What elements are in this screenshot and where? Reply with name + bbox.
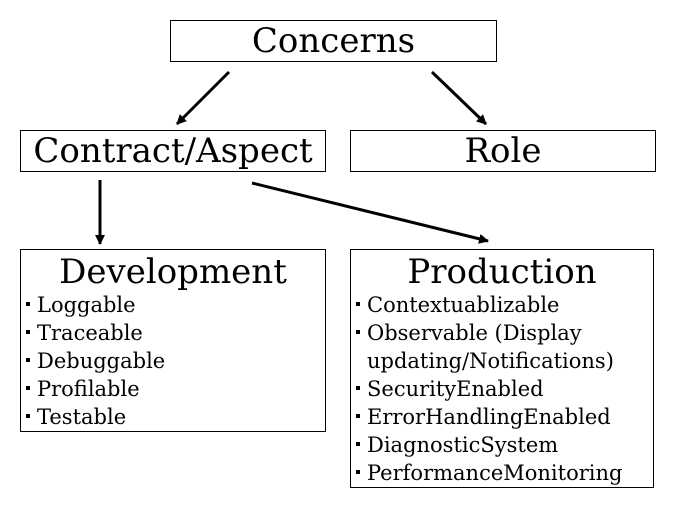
list-item: Contextuablizable xyxy=(355,291,653,319)
edge-concerns-to-contract-aspect xyxy=(175,70,231,126)
edge-concerns-to-role xyxy=(430,70,488,126)
list-item: Debuggable xyxy=(25,347,325,375)
node-production: Production Contextuablizable Observable … xyxy=(350,249,654,488)
list-item: Traceable xyxy=(25,319,325,347)
node-production-title: Production xyxy=(407,252,597,292)
list-item: SecurityEnabled xyxy=(355,375,653,403)
node-development: Development Loggable Traceable Debuggabl… xyxy=(20,249,326,432)
list-item-line: updating/Notifications) xyxy=(367,349,614,373)
node-role-label: Role xyxy=(464,131,542,171)
list-item: Loggable xyxy=(25,291,325,319)
node-concerns: Concerns xyxy=(170,20,497,62)
edge-contract-aspect-to-production xyxy=(251,181,489,244)
list-item: Profilable xyxy=(25,375,325,403)
list-item: ErrorHandlingEnabled xyxy=(355,403,653,431)
node-concerns-label: Concerns xyxy=(251,21,416,61)
list-item: Observable (Display updating/Notificatio… xyxy=(355,319,653,375)
list-item: Testable xyxy=(25,403,325,431)
node-role: Role xyxy=(350,130,656,172)
node-contract-aspect-label: Contract/Aspect xyxy=(33,131,313,171)
development-list: Loggable Traceable Debuggable Profilable… xyxy=(21,291,325,431)
list-item: DiagnosticSystem xyxy=(355,431,653,459)
list-item: PerformanceMonitoring xyxy=(355,459,653,487)
node-development-title: Development xyxy=(59,252,287,292)
list-item-line: Observable (Display xyxy=(367,321,582,345)
node-contract-aspect: Contract/Aspect xyxy=(20,130,326,172)
production-list: Contextuablizable Observable (Display up… xyxy=(351,291,653,487)
